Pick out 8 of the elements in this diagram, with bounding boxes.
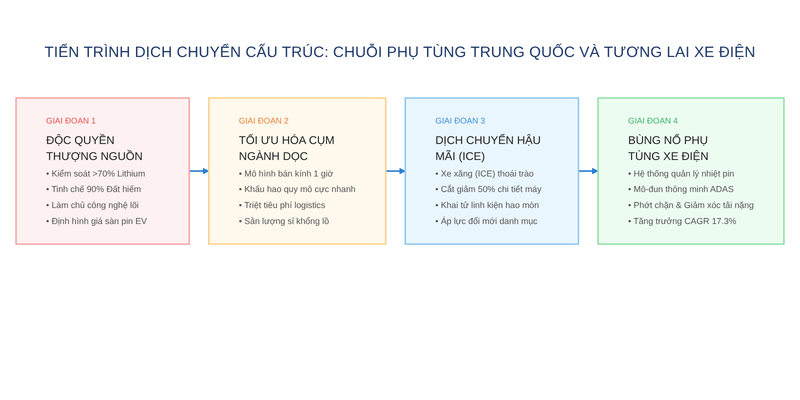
arrow xyxy=(189,168,210,174)
stage-box: GIAI ĐOẠN 3 DỊCH CHUYỂN HẬU MÃI (ICE) • Xe xăng (ICE) thoái trào • Cắt giảm 50% chi tiết máy • Khai tử linh kiện hao mòn • Áp lực đổi mới danh mục xyxy=(404,97,580,245)
diagram-title: TIẾN TRÌNH DỊCH CHUYỂN CẤU TRÚC: CHUỖI PHỤ TÙNG TRUNG QUỐC VÀ TƯƠNG LAI XE ĐIỆN xyxy=(44,44,756,61)
stage-box: GIAI ĐOẠN 1 ĐỘC QUYỀN THƯỢNG NGUỒN • Kiểm soát >70% Lithium • Tinh chế 90% Đất hiếm • Làm chủ công nghệ lõi • Định hình giá sàn pin EV xyxy=(15,97,190,245)
stage-box: GIAI ĐOẠN 2 TỐI ƯU HÓA CỤM NGÀNH DỌC • Mô hình bán kính 1 giờ • Khấu hao quy mô cực nhanh • Triệt tiêu phí logistics • Sản lượng sỉ khổng lồ xyxy=(208,97,386,245)
arrow xyxy=(578,168,598,174)
stage-box: GIAI ĐOẠN 4 BÙNG NỔ PHỤ TÙNG XE ĐIỆN • Hệ thống quản lý nhiệt pin • Mô-đun thông minh ADAS • Phớt chặn & Giảm xóc tải nặng • Tăng trưởng CAGR 17.3% xyxy=(597,97,785,245)
arrow xyxy=(386,168,406,174)
